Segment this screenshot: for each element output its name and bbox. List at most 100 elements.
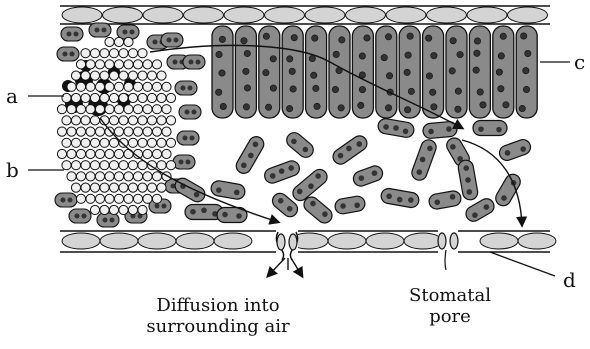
chloroplast: [407, 33, 413, 39]
caption-diffusion: Diffusion into surrounding air: [138, 296, 298, 337]
xylem-vessel: [109, 183, 118, 192]
xylem-vessel: [143, 60, 152, 69]
label-b: b: [6, 160, 19, 180]
xylem-vessel: [81, 183, 90, 192]
xylem-vessel: [119, 138, 128, 147]
chloroplast: [95, 28, 100, 33]
xylem-vessel: [128, 138, 137, 147]
spongy-cell: [377, 117, 415, 138]
spongy-cell: [330, 133, 370, 167]
xylem-vessel: [90, 116, 99, 125]
xylem-vessel: [147, 93, 156, 102]
chloroplast: [313, 85, 319, 91]
xylem-vessel: [119, 205, 128, 214]
epidermal-cell: [328, 233, 366, 249]
xylem-vessel: [124, 127, 133, 136]
chloroplast: [188, 86, 193, 91]
epidermal-cell: [62, 7, 102, 23]
xylem-vessel: [100, 161, 109, 170]
xylem-vessel: [166, 116, 175, 125]
chloroplast: [314, 103, 320, 109]
xylem-vessel: [162, 82, 171, 91]
xylem-vessel: [95, 127, 104, 136]
xylem-vessel: [90, 49, 99, 58]
chloroplast: [404, 69, 410, 75]
xylem-vessel: [133, 60, 142, 69]
xylem-vessel: [119, 183, 128, 192]
chloroplast: [103, 218, 108, 223]
chloroplast: [457, 51, 463, 57]
xylem-vessel: [86, 105, 95, 114]
xylem-vessel: [57, 105, 66, 114]
xylem-vessel: [124, 82, 133, 91]
chloroplast: [179, 160, 184, 165]
xylem-vessel: [114, 172, 123, 181]
caption-diffusion-line2: surrounding air: [138, 317, 298, 338]
xylem-vessel: [128, 161, 137, 170]
xylem-vessel: [81, 71, 90, 80]
spongy-cell: [428, 190, 462, 210]
xylem-vessel: [114, 82, 123, 91]
chloroplast: [102, 28, 107, 33]
epidermal-cell: [265, 7, 305, 23]
label-a: a: [6, 86, 18, 106]
chloroplast: [455, 88, 461, 94]
chloroplast: [123, 30, 128, 35]
xylem-vessel: [143, 149, 152, 158]
caption-stomatal-line2: pore: [395, 307, 505, 328]
xylem-vessel: [147, 71, 156, 80]
chloroplast: [61, 198, 66, 203]
stoma-right: [438, 228, 458, 270]
sheath-cell: [177, 131, 199, 145]
xylem-vessel: [124, 60, 133, 69]
xylem-vessel: [76, 172, 85, 181]
sheath-cell: [55, 193, 77, 207]
chloroplast: [162, 204, 167, 209]
xylem-vessel: [95, 60, 104, 69]
xylem-vessel: [114, 149, 123, 158]
xylem-vessel: [143, 105, 152, 114]
xylem-vessel: [152, 60, 161, 69]
chloroplast: [473, 67, 479, 73]
epidermal-cell: [508, 7, 548, 23]
xylem-vessel: [119, 71, 128, 80]
spongy-cell: [234, 134, 267, 176]
chloroplast: [192, 110, 197, 115]
spongy-cell: [210, 180, 246, 201]
xylem-vessel: [100, 183, 109, 192]
xylem-vessel: [95, 172, 104, 181]
chloroplast: [425, 35, 431, 41]
epidermal-cell: [224, 7, 264, 23]
chloroplast: [263, 69, 269, 75]
epidermal-cell: [467, 7, 507, 23]
chloroplast: [216, 51, 222, 57]
xylem-vessel: [67, 127, 76, 136]
xylem-vessel: [76, 194, 85, 203]
xylem-vessel: [71, 183, 80, 192]
chloroplast: [430, 89, 436, 95]
label-c: c: [574, 52, 585, 72]
xylem-vessel: [76, 149, 85, 158]
sheath-cell: [61, 27, 83, 41]
xylem-vessel: [86, 194, 95, 203]
xylem-vessel: [114, 194, 123, 203]
xylem-vessel: [124, 172, 133, 181]
xylem-vessel: [138, 93, 147, 102]
xylem-vessel: [152, 149, 161, 158]
xylem-vessel: [71, 93, 80, 102]
chloroplast: [333, 51, 339, 57]
xylem-vessel: [114, 37, 123, 46]
epidermal-cell: [404, 233, 442, 249]
spongy-cell: [497, 137, 532, 162]
xylem-vessel: [109, 205, 118, 214]
xylem-vessel: [105, 172, 114, 181]
lower-epidermis: [60, 231, 556, 252]
chloroplast: [503, 102, 509, 108]
xylem-vessel: [124, 194, 133, 203]
epidermal-cell: [305, 7, 345, 23]
xylem-vessel: [143, 194, 152, 203]
xylem-vessel: [71, 116, 80, 125]
xylem-vessel: [114, 60, 123, 69]
chloroplast: [455, 106, 461, 112]
chloroplast: [496, 127, 502, 133]
